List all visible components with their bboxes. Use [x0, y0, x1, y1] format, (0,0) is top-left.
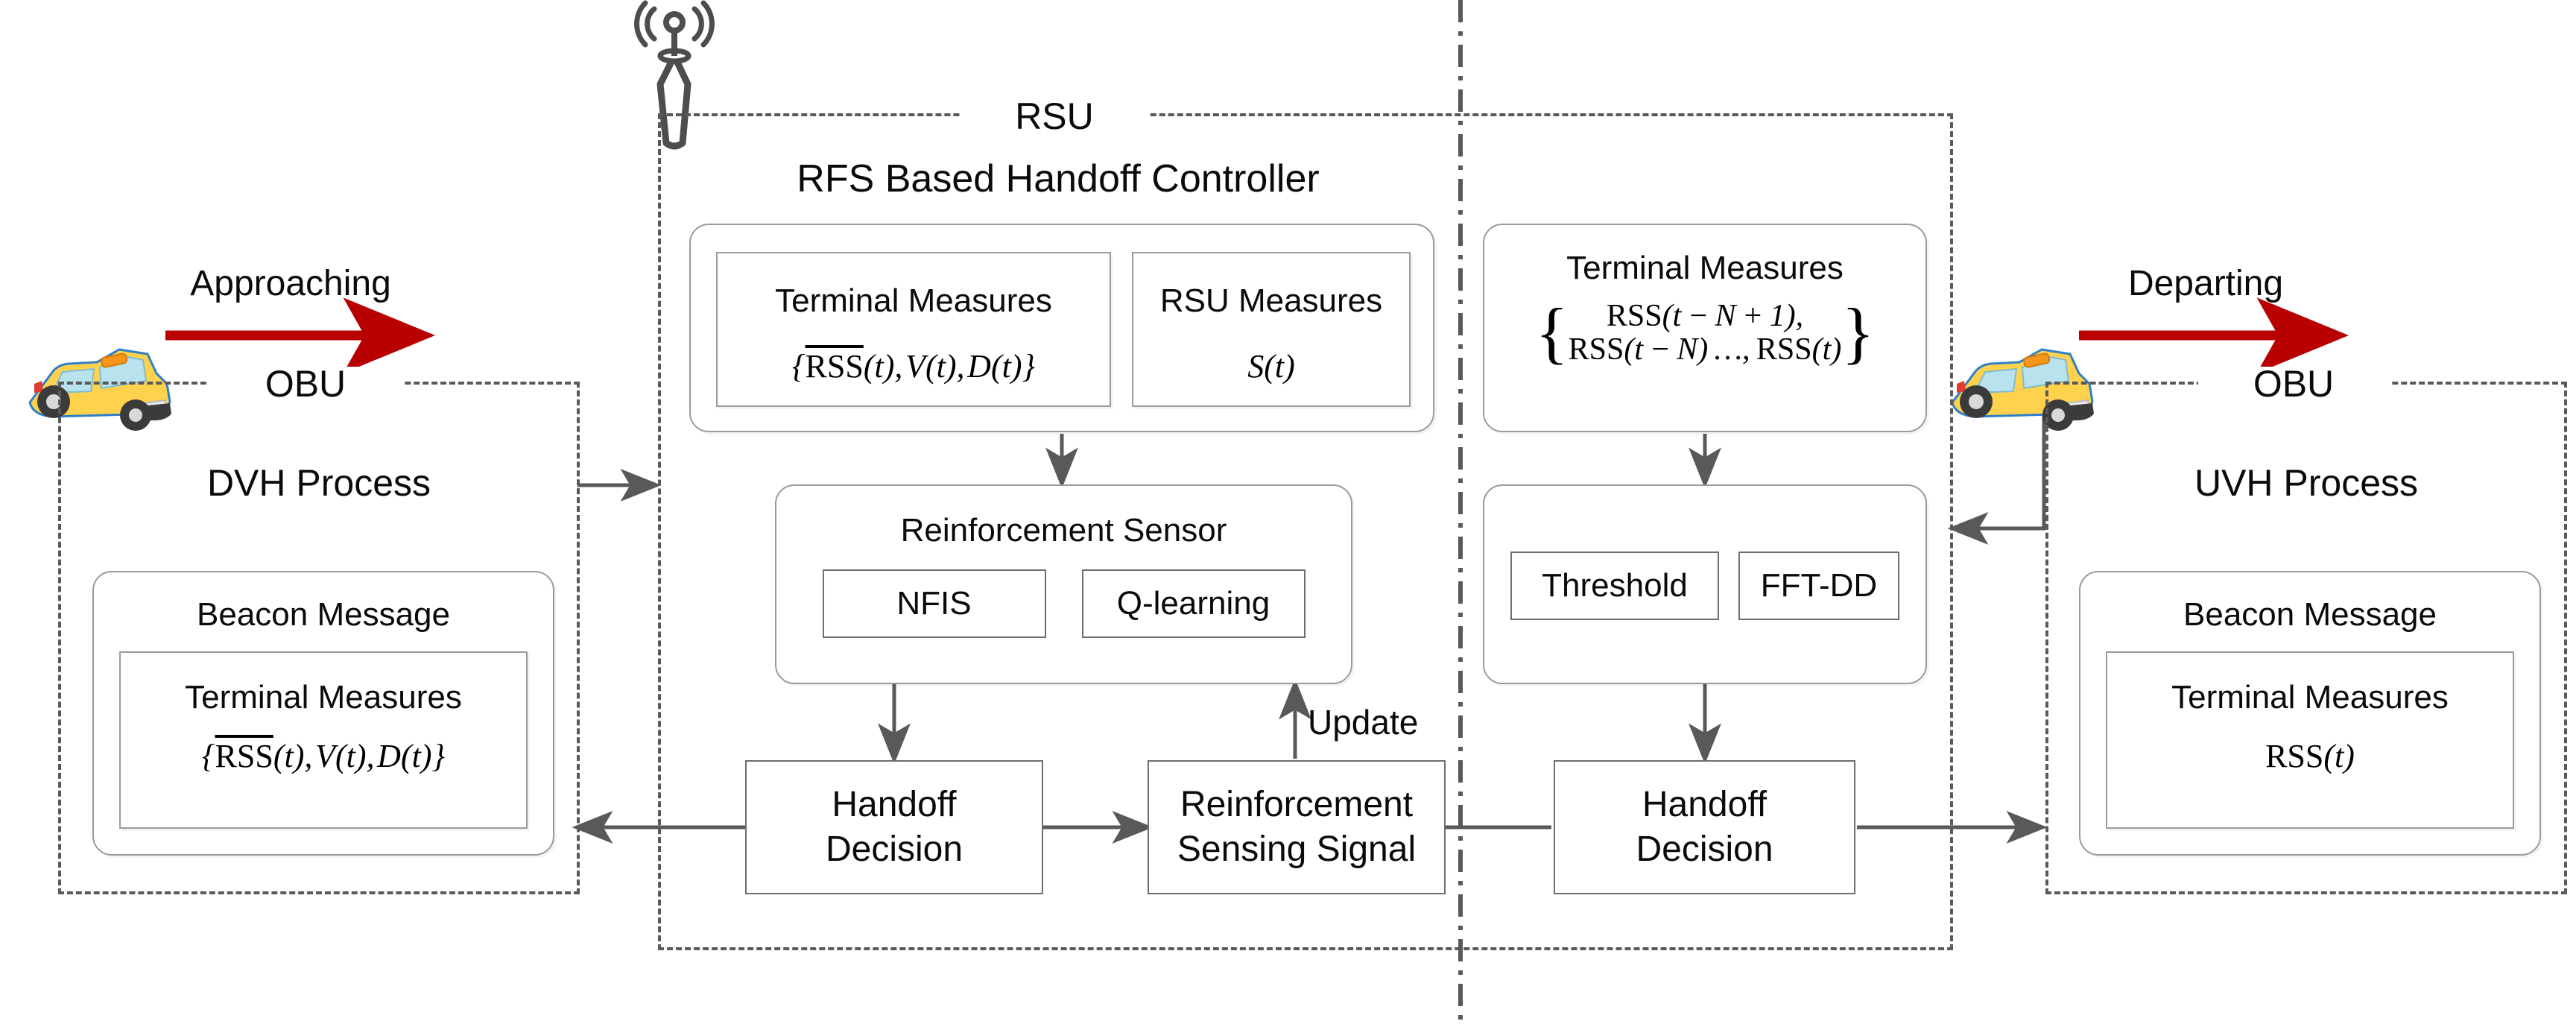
terminal-measures-formula-left: {RSS(t), V(t), D(t)}	[201, 738, 446, 775]
beacon-message-panel-left: Beacon Message Terminal Measures {RSS(t)…	[92, 571, 554, 856]
rsu-boundary	[658, 113, 1953, 950]
beacon-message-title-left: Beacon Message	[197, 596, 450, 633]
reinforcement-sensing-signal-label: Reinforcement Sensing Signal	[1177, 785, 1417, 869]
rsu-measures-title: RSU Measures	[1159, 282, 1383, 320]
reinforcement-sensor-title: Reinforcement Sensor	[900, 512, 1227, 549]
uvh-process-label: UVH Process	[2194, 462, 2419, 504]
rsu-measures-panel: Terminal Measures {RSS(t), V(t), D(t)} R…	[689, 224, 1434, 432]
rsu-measures-formula: S(t)	[1247, 348, 1295, 385]
terminal-measures-formula-right: RSS(t)	[2265, 738, 2355, 775]
update-label: Update	[1308, 703, 1419, 742]
rsu-measures-box: RSU Measures S(t)	[1132, 252, 1411, 407]
handoff-decision-label-right: Handoff Decision	[1636, 785, 1773, 869]
obu-label-mask-right	[2198, 367, 2392, 399]
obu-label-left: OBU	[265, 363, 346, 405]
reinforcement-sensor-panel: Reinforcement Sensor NFIS Q-learning	[775, 484, 1352, 684]
rss-window-line-1: RSS(t − N + 1),	[1606, 299, 1804, 333]
threshold-module[interactable]: Threshold	[1510, 552, 1719, 620]
rsu-right-terminal-measures-title: Terminal Measures	[1566, 250, 1844, 287]
beacon-message-title-right: Beacon Message	[2183, 596, 2437, 633]
terminal-measures-box-right: Terminal Measures RSS(t)	[2106, 651, 2514, 829]
handoff-decision-box-right[interactable]: Handoff Decision	[1554, 760, 1855, 894]
rsu-right-terminal-measures-panel: Terminal Measures { RSS(t − N + 1), RSS(…	[1483, 224, 1927, 432]
rsu-subtitle: RFS Based Handoff Controller	[797, 157, 1320, 200]
departing-label: Departing	[2127, 264, 2284, 304]
handoff-decision-box-left[interactable]: Handoff Decision	[745, 760, 1043, 894]
reinforcement-sensing-signal-box[interactable]: Reinforcement Sensing Signal	[1148, 760, 1446, 894]
handoff-decision-label-left: Handoff Decision	[825, 785, 963, 869]
terminal-measures-title-left: Terminal Measures	[185, 679, 462, 716]
terminal-measures-title-rsu: Terminal Measures	[775, 282, 1052, 320]
obu-label-right: OBU	[2253, 363, 2335, 405]
obu-label-mask-left	[209, 367, 402, 399]
nfis-module[interactable]: NFIS	[822, 569, 1046, 638]
q-learning-module[interactable]: Q-learning	[1081, 569, 1306, 638]
terminal-measures-box-left: Terminal Measures {RSS(t), V(t), D(t)}	[119, 651, 528, 829]
terminal-measures-title-right: Terminal Measures	[2171, 679, 2449, 716]
terminal-measures-formula-rsu: {RSS(t), V(t), D(t)}	[791, 348, 1036, 385]
detector-panel: Threshold FFT-DD	[1483, 484, 1927, 684]
dvh-process-label: DVH Process	[206, 462, 431, 504]
approaching-label: Approaching	[190, 264, 391, 304]
rsu-right-terminal-measures-formula: { RSS(t − N + 1), RSS(t − N) …, RSS(t) }	[1535, 294, 1875, 370]
rsu-label: RSU	[1015, 95, 1094, 137]
beacon-message-panel-right: Beacon Message Terminal Measures RSS(t)	[2079, 571, 2541, 856]
terminal-measures-box-rsu: Terminal Measures {RSS(t), V(t), D(t)}	[716, 252, 1111, 407]
rss-window-line-2: RSS(t − N) …, RSS(t)	[1568, 332, 1842, 367]
fft-dd-module[interactable]: FFT-DD	[1738, 552, 1899, 620]
rsu-label-mask	[961, 98, 1148, 131]
rsu-branch-divider	[1458, 0, 1463, 1027]
